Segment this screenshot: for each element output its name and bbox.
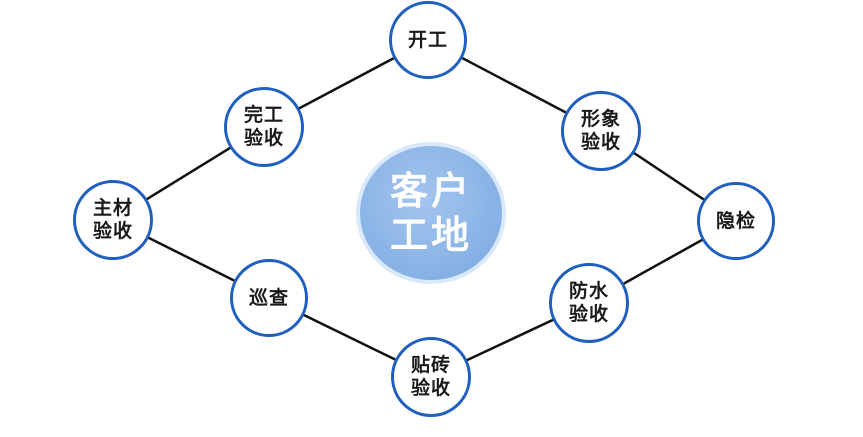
node-tiezhuan-line-1: 贴砖 (410, 354, 451, 376)
node-wangong-line-2: 验收 (243, 127, 284, 149)
node-tiezhuan: 贴砖 验收 (391, 337, 471, 417)
node-zhucai-line-1: 主材 (92, 197, 133, 219)
center-node-customer-site: 客户 工地 (356, 142, 506, 284)
node-xingxiang-line-2: 验收 (580, 131, 621, 153)
node-wangong-line-1: 完工 (243, 104, 284, 126)
node-yinjian: 隐检 (697, 182, 775, 260)
center-line-2: 工地 (389, 213, 472, 257)
node-zhucai-line-2: 验收 (92, 220, 133, 242)
node-xingxiang: 形象 验收 (561, 91, 641, 171)
node-fangshui-line-1: 防水 (568, 280, 609, 302)
node-wangong: 完工 验收 (224, 87, 304, 167)
center-line-1: 客户 (389, 169, 472, 213)
node-fangshui-line-2: 验收 (568, 303, 609, 325)
node-xingxiang-line-1: 形象 (580, 108, 621, 130)
node-kaigong-label: 开工 (407, 28, 448, 51)
node-fangshui: 防水 验收 (549, 263, 629, 343)
node-tiezhuan-line-2: 验收 (410, 377, 451, 399)
node-kaigong: 开工 (389, 1, 467, 79)
node-xuncha: 巡查 (230, 259, 308, 337)
node-yinjian-label: 隐检 (715, 209, 756, 232)
node-zhucai: 主材 验收 (73, 180, 153, 260)
node-xuncha-label: 巡查 (248, 286, 289, 309)
